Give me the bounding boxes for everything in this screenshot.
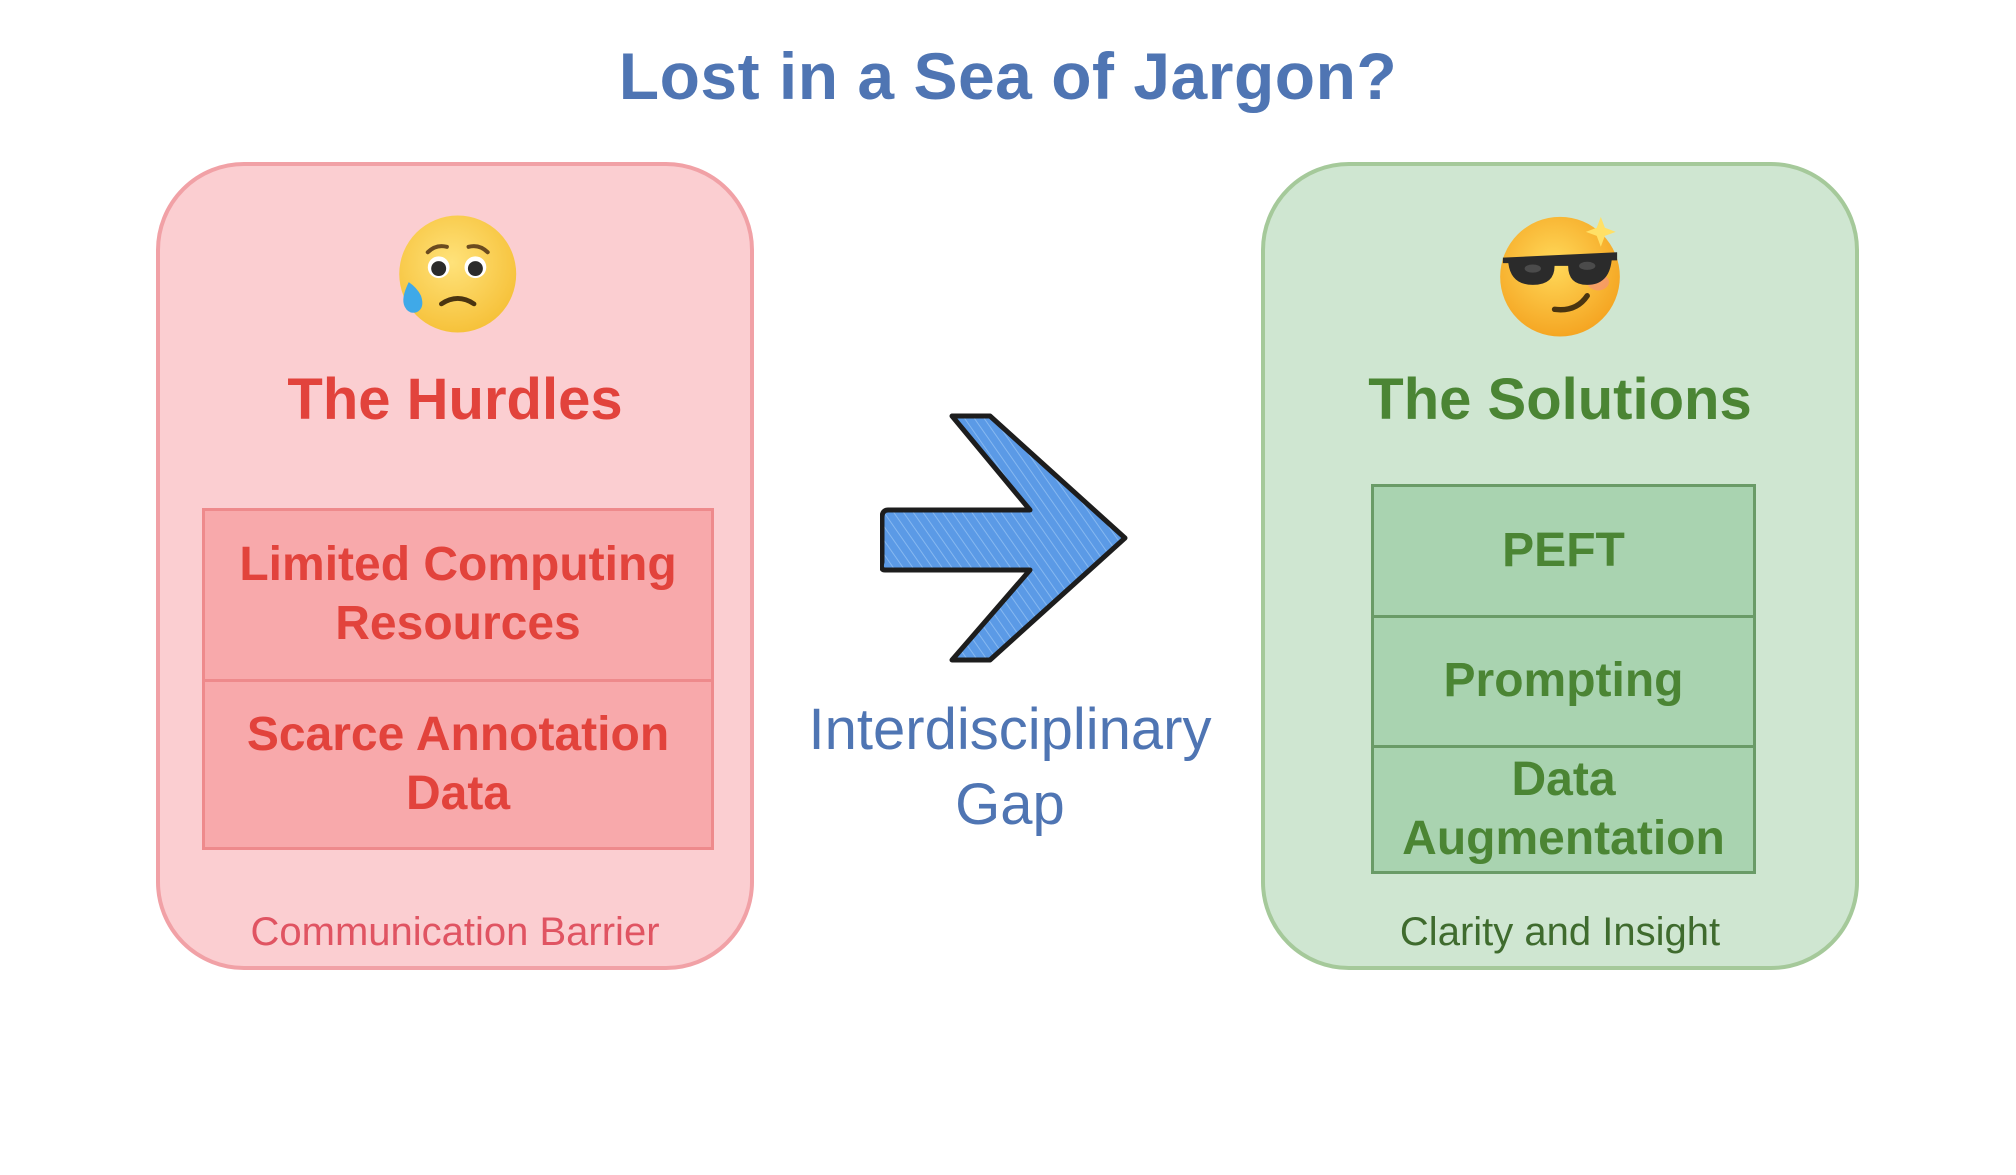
hurdles-panel: The Hurdles Limited Computing Resources … (156, 162, 754, 970)
solutions-footer: Clarity and Insight (1399, 910, 1721, 954)
page-title: Lost in a Sea of Jargon? (618, 39, 1398, 113)
list-item: PEFT (1502, 523, 1625, 577)
sad-face-with-tear-icon (399, 215, 517, 333)
hurdles-list: Limited Computing Resources Scarce Annot… (202, 508, 714, 850)
solutions-panel: The Solutions PEFT Prompting Data Augmen… (1261, 162, 1859, 970)
cool-sunglasses-face-icon (1500, 216, 1620, 337)
right-arrow-icon (880, 413, 1128, 663)
solutions-list: PEFT Prompting Data Augmentation (1371, 484, 1756, 874)
list-item: Limited Computing Resources (239, 538, 677, 650)
gap-label: Interdisciplinary Gap (780, 692, 1240, 843)
solutions-title: The Solutions (1368, 367, 1752, 432)
list-item: Prompting (1374, 615, 1753, 745)
hurdles-title: The Hurdles (287, 367, 623, 432)
gap-label-line: Gap (955, 772, 1065, 838)
hurdles-footer: Communication Barrier (250, 910, 660, 954)
list-item: Data Augmentation (1374, 745, 1753, 871)
gap-label-line: Interdisciplinary (808, 697, 1212, 762)
list-item: Scarce Annotation Data (205, 679, 711, 847)
